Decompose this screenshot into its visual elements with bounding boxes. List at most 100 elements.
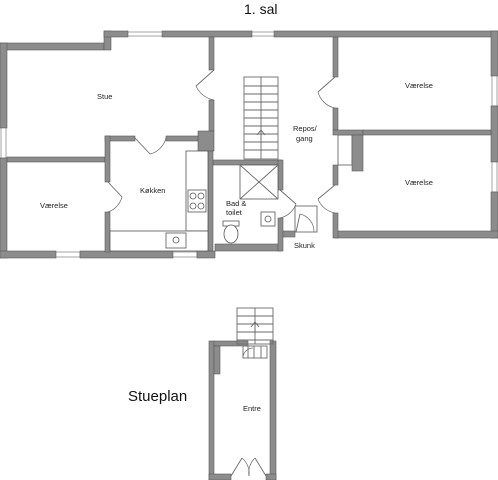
- wall-segment: [332, 129, 364, 136]
- room-label-repos-line1: Repos/: [293, 124, 318, 133]
- window: [491, 75, 498, 107]
- kitchen-fixtures: [109, 150, 209, 252]
- burner: [189, 192, 197, 200]
- wall-segment: [277, 217, 284, 252]
- wall-segment: [0, 250, 57, 259]
- ground-floor-title: Stueplan: [128, 388, 187, 405]
- upper-floor-title: 1. sal: [244, 1, 277, 17]
- door: [317, 76, 336, 93]
- door-swing: [107, 196, 123, 213]
- room-label-vaerelse-top-right: Værelse: [405, 81, 433, 90]
- bath-fixtures: [222, 164, 279, 244]
- wall-segment: [103, 30, 129, 38]
- door: [195, 69, 215, 87]
- room-label-koekken: Køkken: [140, 186, 165, 195]
- wall-segment: [0, 42, 105, 51]
- room-label-repos-line2: gang: [296, 134, 313, 143]
- wall-segment: [212, 159, 282, 166]
- chimney-outline: [337, 134, 353, 166]
- ground-staircase: [236, 307, 274, 359]
- door: [317, 184, 336, 200]
- room-label-entre: Entre: [243, 404, 261, 413]
- wall-segment: [332, 212, 339, 239]
- wall-segment: [490, 105, 498, 163]
- room-label-stue: Stue: [97, 92, 112, 101]
- burner: [197, 192, 205, 200]
- wall-segment: [208, 99, 215, 132]
- door: [279, 189, 297, 205]
- shower-cross: [239, 164, 279, 200]
- wall-segment: [104, 135, 111, 183]
- kitchen-counter-bottom: [109, 230, 209, 252]
- room-label-skunk: Skunk: [294, 241, 315, 250]
- wall-segment: [0, 42, 8, 129]
- window: [172, 251, 198, 258]
- wall-segment: [208, 473, 232, 480]
- wall-segment: [6, 156, 106, 163]
- room-label-vaerelse-left: Værelse: [40, 201, 68, 210]
- door-swing: [195, 85, 215, 101]
- burner: [197, 202, 205, 210]
- burner: [189, 202, 197, 210]
- wall-segment: [196, 250, 216, 259]
- window: [0, 127, 7, 159]
- bath-sink-bowl: [264, 215, 272, 223]
- wall-segment: [269, 340, 277, 480]
- wall-segment: [214, 243, 282, 252]
- wall-segment: [332, 36, 339, 78]
- wall-segment: [332, 107, 339, 131]
- wall-segment: [213, 340, 249, 347]
- wall-segment: [362, 129, 492, 136]
- door-swing: [317, 91, 336, 109]
- room-label-bad-line2: toilet: [226, 208, 243, 217]
- wall-segment: [161, 30, 253, 38]
- door: [107, 181, 123, 198]
- chimney: [351, 134, 364, 172]
- room-label-vaerelse-bottom-right: Værelse: [405, 178, 433, 187]
- stair-landing: [242, 345, 268, 359]
- door-swing: [241, 457, 250, 477]
- door-swing: [317, 198, 336, 214]
- door: [295, 213, 301, 233]
- chimney: [197, 130, 215, 152]
- wall-segment: [165, 135, 199, 142]
- window: [251, 31, 275, 37]
- door-swing: [248, 457, 256, 477]
- upper-staircase: [243, 76, 279, 160]
- wall-segment: [265, 473, 277, 480]
- entrance-door: [230, 457, 267, 477]
- door: [134, 137, 151, 155]
- window: [55, 251, 81, 258]
- wall-segment: [208, 36, 215, 71]
- room-label-bad-line1: Bad &: [226, 199, 246, 208]
- upper-floor-walls: [0, 30, 498, 259]
- window: [127, 31, 163, 37]
- stair-arrow-head: [250, 321, 260, 328]
- upper-doors: [107, 69, 336, 233]
- upper-floor-inner-walls: [6, 36, 492, 253]
- wall-segment: [208, 340, 215, 480]
- door-swing: [299, 213, 315, 233]
- wall-segment: [0, 157, 8, 259]
- wall-segment: [273, 30, 498, 38]
- ground-floor-walls: [208, 340, 277, 480]
- wall-segment: [332, 164, 339, 186]
- toilet-bowl: [223, 224, 239, 244]
- door-swing: [279, 203, 297, 219]
- wall-segment: [104, 211, 111, 253]
- wall-segment: [213, 345, 221, 375]
- upper-room-labels: Stue Værelse Køkken Bad & toilet Repos/ …: [40, 81, 433, 250]
- stair-arrow-head: [256, 129, 266, 136]
- wall-segment: [207, 150, 214, 252]
- window: [491, 161, 498, 193]
- wall-segment: [79, 250, 174, 259]
- wall-segment: [490, 30, 498, 77]
- door: [230, 457, 243, 477]
- door-swing: [242, 347, 254, 359]
- skunk-outline: [294, 205, 318, 233]
- door: [254, 457, 267, 477]
- door-swing: [149, 137, 167, 155]
- sink-drain: [172, 236, 180, 244]
- wall-segment: [334, 230, 498, 239]
